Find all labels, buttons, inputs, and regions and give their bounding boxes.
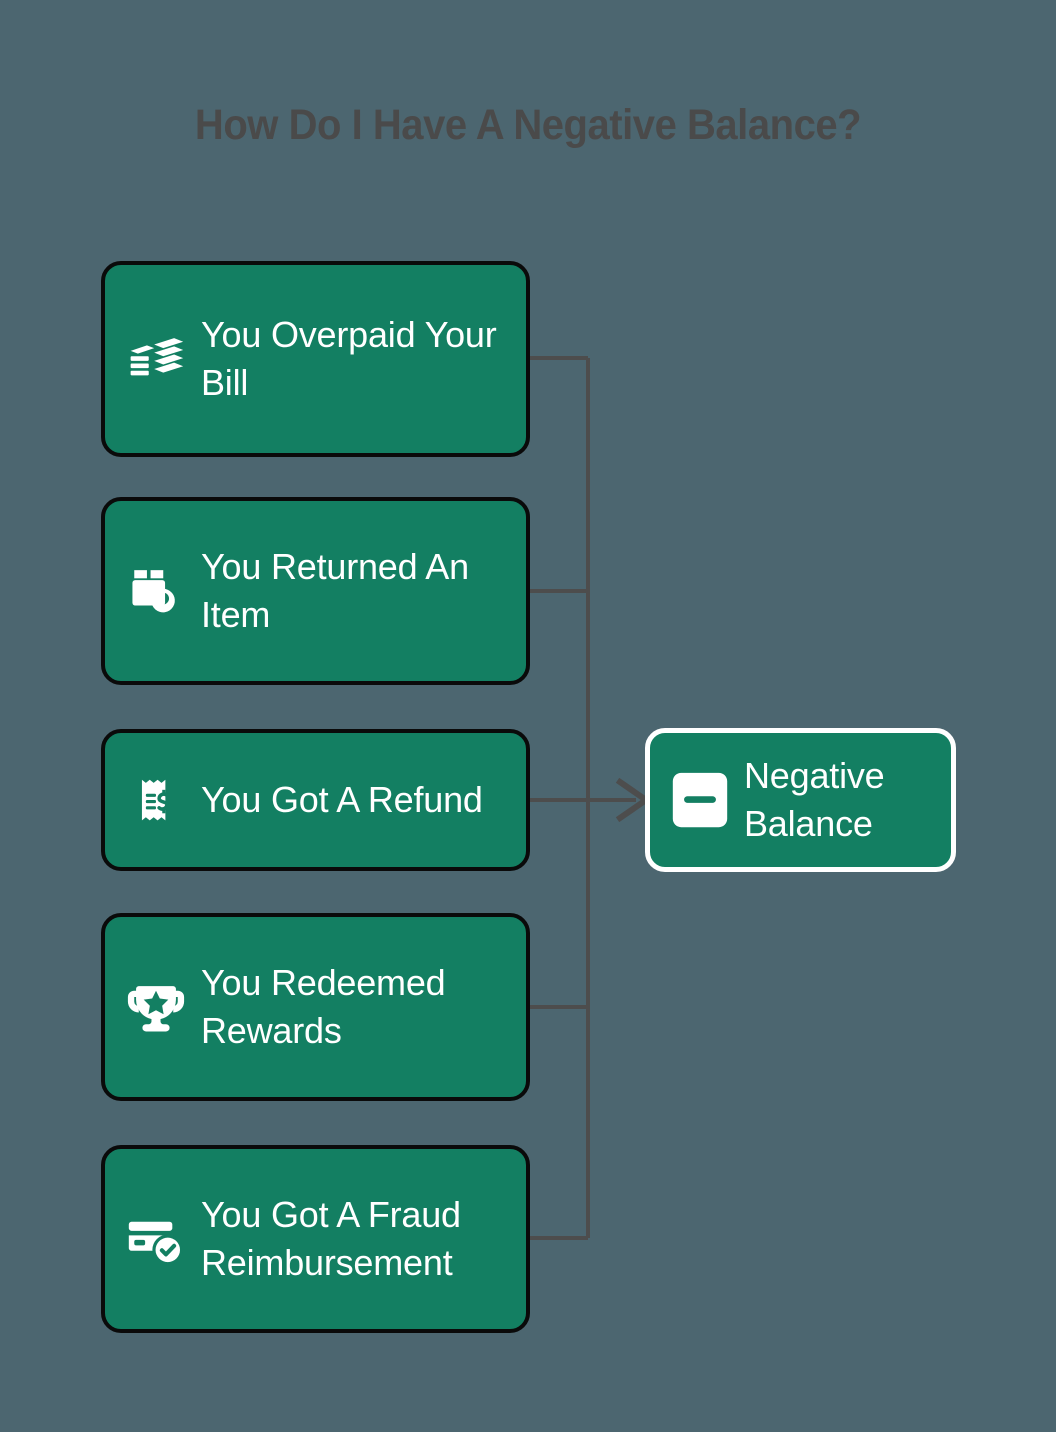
cause-box-rewards[interactable]: You Redeemed Rewards <box>101 913 530 1101</box>
receipt-dollar-icon <box>127 771 185 829</box>
minus-square-icon <box>670 770 730 830</box>
result-label: Negative Balance <box>744 755 885 844</box>
arrowhead-icon <box>615 777 652 823</box>
cause-label-fraud: You Got A Fraud Reimbursement <box>201 1194 461 1283</box>
cause-label-overpaid: You Overpaid Your Bill <box>201 314 497 403</box>
page-title: How Do I Have A Negative Balance? <box>194 101 862 149</box>
cause-box-fraud[interactable]: You Got A Fraud Reimbursement <box>101 1145 530 1333</box>
cause-box-overpaid[interactable]: You Overpaid Your Bill <box>101 261 530 457</box>
credit-card-check-icon <box>127 1210 185 1268</box>
cause-label-returned: You Returned An Item <box>201 546 469 635</box>
result-box-negative-balance[interactable]: Negative Balance <box>645 728 956 872</box>
cause-box-refund[interactable]: You Got A Refund <box>101 729 530 871</box>
box-return-icon <box>127 562 185 620</box>
cause-label-rewards: You Redeemed Rewards <box>201 962 446 1051</box>
money-stack-icon <box>127 330 185 388</box>
cause-label-refund: You Got A Refund <box>201 779 483 820</box>
cause-box-returned[interactable]: You Returned An Item <box>101 497 530 685</box>
trophy-star-icon <box>127 978 185 1036</box>
